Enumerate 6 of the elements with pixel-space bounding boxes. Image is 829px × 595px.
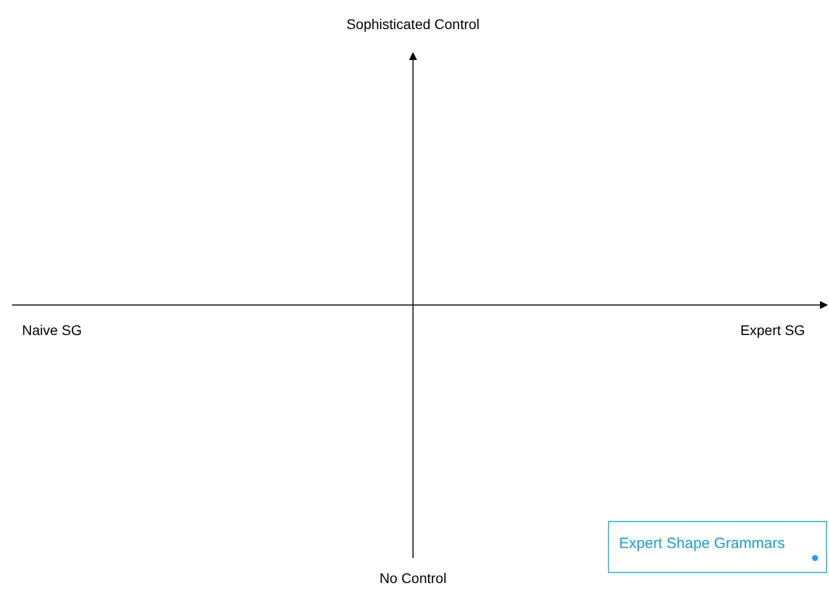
axis-label: Naive SG (22, 321, 82, 340)
axis-label: No Control (380, 569, 446, 588)
text-box (608, 521, 827, 573)
axis-label: Expert SG (740, 321, 805, 340)
axis-label: Sophisticated Control (346, 15, 480, 34)
box-text: Expert Shape Grammars (619, 534, 785, 554)
